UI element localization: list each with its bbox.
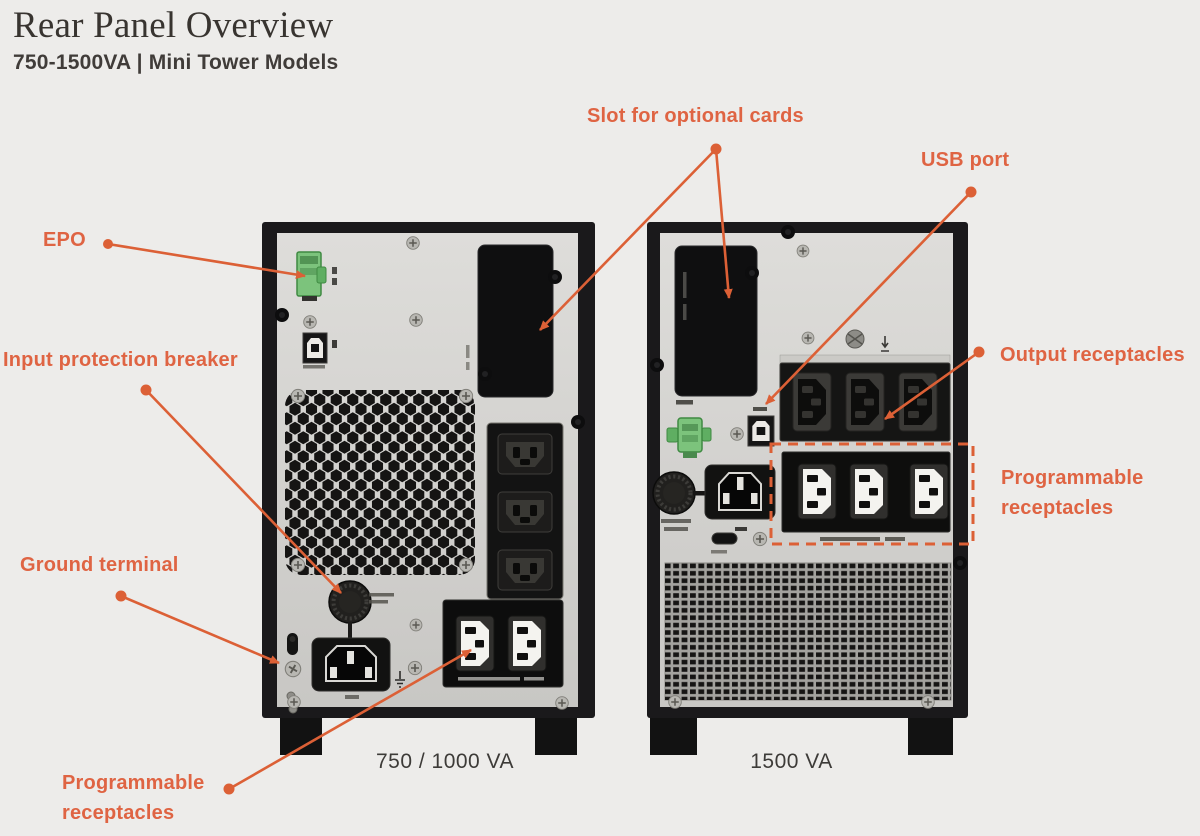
epo-connector: [296, 251, 327, 301]
dot-output: [973, 346, 985, 358]
side-bolt: [275, 308, 289, 322]
callout-input-protection-breaker: Input protection breaker: [3, 345, 238, 375]
dot-breaker: [140, 384, 152, 396]
callout-output-receptacles: Output receptacles: [1000, 340, 1185, 370]
flat-screw: [845, 329, 865, 349]
slot-bolt: [478, 367, 492, 381]
screw: [407, 660, 423, 676]
dot-epo: [103, 239, 113, 249]
top-bolt: [781, 225, 795, 239]
arrow-ground-terminal: [120, 594, 280, 665]
screw: [408, 312, 424, 328]
epo-connector: [666, 400, 712, 458]
dot-slot: [710, 143, 722, 155]
slot-bolt: [745, 266, 759, 280]
page-subtitle: 750-1500VA | Mini Tower Models: [13, 51, 339, 74]
page-title: Rear Panel Overview: [13, 5, 334, 46]
ups-rear-panel-750-1000va: [262, 222, 595, 755]
screw: [752, 531, 768, 547]
dot-ground: [115, 590, 127, 602]
output-receptacles: [779, 362, 951, 442]
screw: [801, 331, 815, 345]
device-foot: [650, 718, 697, 755]
screw: [920, 694, 936, 710]
callout-label: Output receptacles: [1000, 344, 1185, 366]
screw: [796, 244, 810, 258]
callout-label: USB port: [921, 149, 1010, 171]
output-receptacles: [486, 422, 564, 600]
callout-programmable-receptacles-left: Programmable receptacles: [62, 768, 252, 828]
ac-input-inlet: [704, 464, 776, 520]
callout-slot-optional-cards: Slot for optional cards: [587, 101, 804, 131]
side-bolt: [953, 556, 967, 570]
callout-label: Programmable receptacles: [1001, 467, 1144, 519]
screw: [667, 694, 683, 710]
callout-label: EPO: [43, 229, 86, 251]
callout-programmable-receptacles-right: Programmable receptacles: [1001, 463, 1191, 523]
callout-epo: EPO: [43, 225, 86, 255]
screw: [405, 235, 421, 251]
callout-label: Programmable receptacles: [62, 772, 205, 824]
callout-label: Ground terminal: [20, 554, 179, 576]
screw: [290, 557, 306, 573]
device-foot: [908, 718, 953, 755]
usb-port: [302, 332, 337, 369]
screw: [458, 388, 474, 404]
programmable-receptacles: [781, 451, 951, 541]
screw: [286, 694, 302, 710]
optional-card-slot: [674, 245, 758, 397]
input-protection-breaker: [327, 579, 394, 640]
screw: [729, 426, 745, 442]
screw: [302, 314, 318, 330]
device-foot: [535, 718, 577, 755]
micro-label-marks: [332, 267, 337, 274]
screw: [554, 695, 570, 711]
callout-ground-terminal: Ground terminal: [20, 550, 179, 580]
input-protection-breaker: [651, 470, 706, 531]
device-foot: [280, 718, 322, 755]
side-bolt: [650, 358, 664, 372]
micro-label-marks: [332, 278, 337, 285]
model-caption-750-1000va: 750 / 1000 VA: [375, 750, 515, 773]
callout-label: Input protection breaker: [3, 349, 238, 371]
ups-rear-panel-1500va: [647, 222, 968, 755]
fan-vent-hex: [285, 390, 475, 575]
programmable-receptacles: [442, 599, 564, 688]
usb-port: [747, 407, 775, 447]
callout-label: Slot for optional cards: [587, 105, 804, 127]
dot-usb: [965, 186, 977, 198]
fuse-holder: [711, 527, 747, 554]
side-bolt: [571, 415, 585, 429]
screw: [290, 388, 306, 404]
slot-bolt: [548, 270, 562, 284]
ac-input-inlet: [311, 637, 391, 699]
screw: [409, 618, 423, 632]
rear-vent-grid: [664, 562, 952, 701]
screw: [458, 557, 474, 573]
callout-usb-port: USB port: [921, 145, 1009, 175]
model-caption-1500va: 1500 VA: [750, 750, 833, 773]
